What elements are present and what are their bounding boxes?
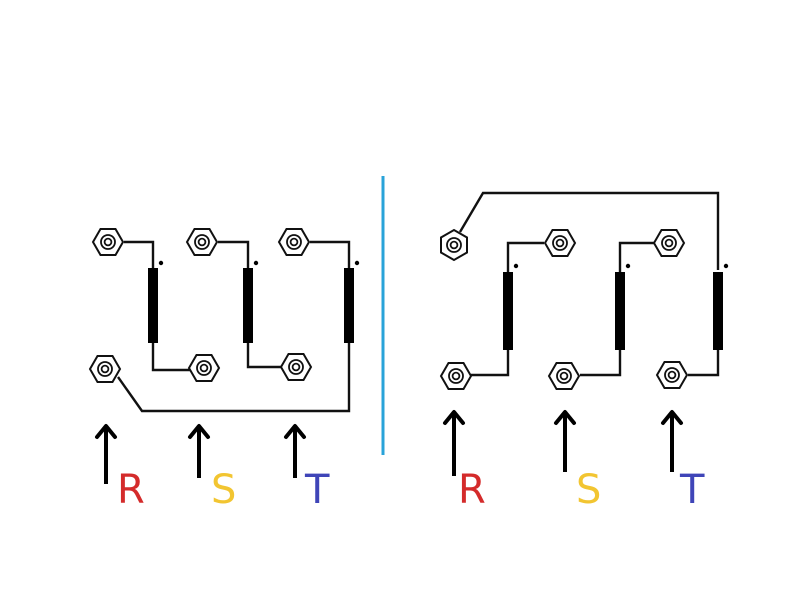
terminal-ring-inner	[555, 238, 565, 248]
hex-nut-terminal-icon	[91, 228, 125, 256]
terminal-ring	[288, 359, 304, 375]
right-arrow-r	[443, 410, 465, 476]
left-terminal-top-2	[185, 228, 219, 256]
left-arrow-s	[188, 424, 210, 478]
terminal-ring-inner	[199, 363, 209, 373]
arrow-head	[443, 410, 465, 425]
right-winding-2	[615, 272, 625, 350]
terminal-ring-inner	[197, 237, 207, 247]
right-terminal-bottom-3	[655, 361, 689, 389]
right-terminal-top-2	[543, 229, 577, 257]
terminal-ring-inner	[559, 371, 569, 381]
hex-nut-terminal-icon	[279, 353, 313, 381]
terminal-ring	[448, 368, 464, 384]
right-terminal-top-1	[440, 228, 468, 262]
terminal-ring-inner	[451, 371, 461, 381]
right-winding-3	[713, 272, 723, 350]
left-terminal-bottom-2	[187, 354, 221, 382]
terminal-ring-inner	[100, 364, 110, 374]
arrow-head	[661, 410, 683, 425]
hex-nut-terminal-icon	[185, 228, 219, 256]
left-phase-label-s: S	[211, 467, 236, 513]
left-terminal-top-3	[277, 228, 311, 256]
hex-nut-terminal-icon	[440, 228, 468, 262]
left-terminal-top-1	[91, 228, 125, 256]
hex-nut-terminal-icon	[543, 229, 577, 257]
left-winding-2	[243, 268, 253, 343]
terminal-ring-inner	[103, 237, 113, 247]
right-wire-loop	[458, 191, 720, 270]
left-arrow-t	[284, 424, 306, 478]
arrow-head	[95, 424, 117, 439]
right-phase-label-t: T	[679, 467, 705, 513]
terminal-ring-inner	[289, 237, 299, 247]
arrow-head	[554, 410, 576, 425]
right-polarity-dot-2	[625, 263, 631, 269]
right-polarity-dot-3	[723, 263, 729, 269]
terminal-ring	[100, 234, 116, 250]
terminal-ring	[552, 235, 568, 251]
terminal-ring-inner	[664, 238, 674, 248]
hex-nut-terminal-icon	[88, 355, 122, 383]
terminal-ring	[286, 234, 302, 250]
right-terminal-bottom-2	[547, 362, 581, 390]
left-arrow-r	[95, 424, 117, 484]
right-panel: R S T	[439, 191, 729, 513]
left-polarity-dot-3	[354, 260, 360, 266]
arrow-head	[284, 424, 306, 439]
left-terminal-bottom-1	[88, 355, 122, 383]
hex-nut-terminal-icon	[277, 228, 311, 256]
terminal-ring	[664, 367, 680, 383]
hex-nut-terminal-icon	[655, 361, 689, 389]
right-terminal-top-3	[652, 229, 686, 257]
terminal-ring	[661, 235, 677, 251]
left-polarity-dot-2	[253, 260, 259, 266]
terminal-ring	[194, 234, 210, 250]
left-winding-1	[148, 268, 158, 343]
right-terminal-bottom-1	[439, 362, 473, 390]
hex-nut-terminal-icon	[187, 354, 221, 382]
right-arrow-s	[554, 410, 576, 472]
left-terminal-bottom-3	[279, 353, 313, 381]
left-polarity-dot-1	[158, 260, 164, 266]
right-phase-label-s: S	[576, 467, 601, 513]
left-winding-3	[344, 268, 354, 343]
right-arrow-t	[661, 410, 683, 472]
arrow-head	[188, 424, 210, 439]
terminal-ring	[446, 237, 462, 253]
terminal-ring-inner	[291, 362, 301, 372]
right-polarity-dot-1	[513, 263, 519, 269]
right-phase-label-r: R	[458, 467, 486, 513]
right-wire-3	[688, 350, 720, 377]
terminal-ring-inner	[449, 240, 459, 250]
left-wire-3	[117, 240, 351, 413]
left-panel: R S T	[88, 228, 360, 513]
hex-nut-terminal-icon	[547, 362, 581, 390]
left-phase-label-r: R	[117, 467, 145, 513]
left-phase-label-t: T	[304, 467, 330, 513]
terminal-ring-inner	[667, 370, 677, 380]
terminal-ring	[97, 361, 113, 377]
right-winding-1	[503, 272, 513, 350]
hex-nut-terminal-icon	[439, 362, 473, 390]
terminal-ring	[556, 368, 572, 384]
hex-nut-terminal-icon	[652, 229, 686, 257]
terminal-ring	[196, 360, 212, 376]
